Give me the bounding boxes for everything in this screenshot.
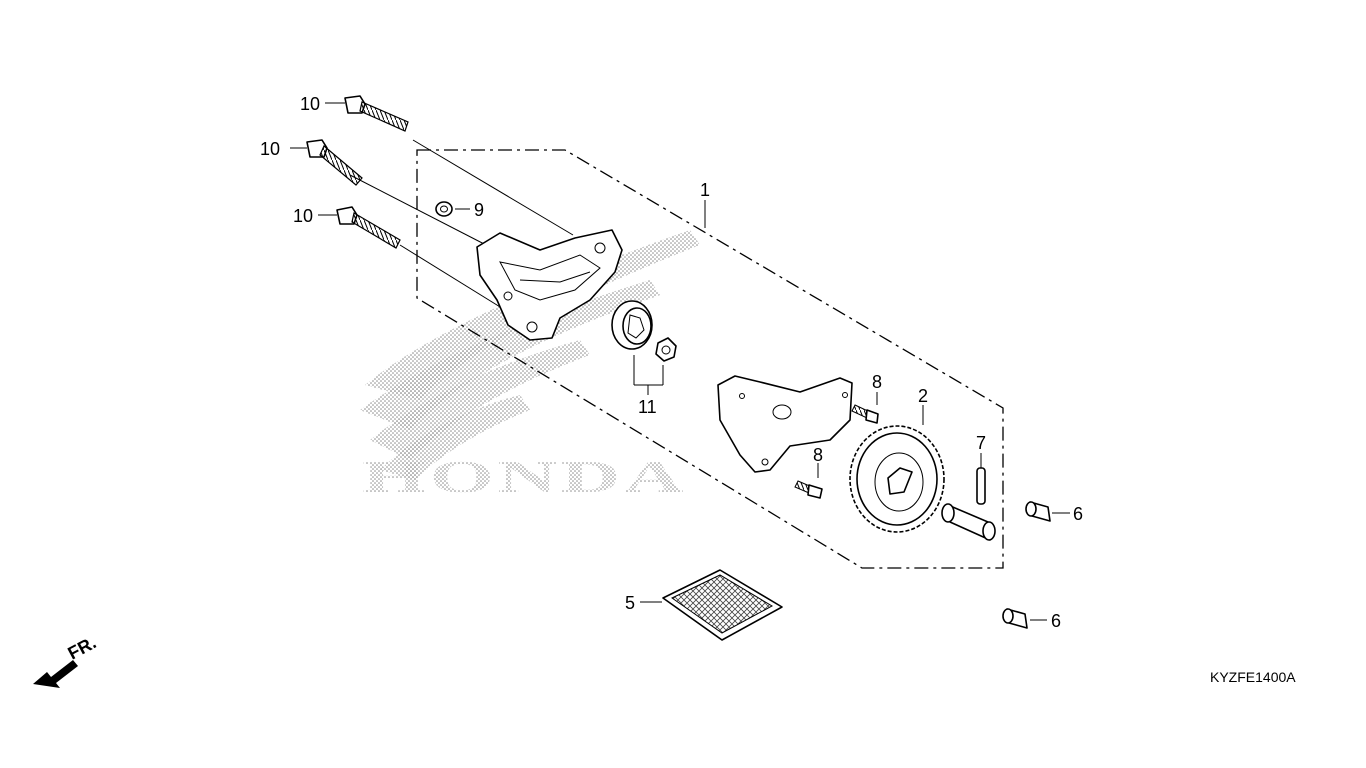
pump-cover-plate [717, 375, 853, 473]
direction-label: FR. [64, 632, 99, 663]
callout-10-lower: 10 [293, 206, 313, 226]
flange-bolt-middle [306, 139, 363, 186]
callout-6-upper: 6 [1073, 504, 1083, 524]
callout-5: 5 [625, 593, 635, 613]
cover-screw-upper [851, 404, 879, 424]
oil-strainer-screen [662, 569, 783, 641]
callout-2: 2 [918, 386, 928, 406]
assembly-boundary [416, 149, 1004, 569]
callout-10-top: 10 [300, 94, 320, 114]
callout-8-upper: 8 [872, 372, 882, 392]
collar-upper [1025, 501, 1051, 522]
shaft-pin [976, 467, 986, 505]
flange-bolt-lower [336, 206, 401, 249]
callout-10-middle: 10 [260, 139, 280, 159]
collar-lower [1002, 608, 1028, 629]
inner-rotor [655, 337, 677, 362]
honda-wordmark: HONDA [362, 451, 687, 502]
callout-11: 11 [638, 397, 657, 417]
oil-pump-body [476, 229, 623, 341]
pump-driven-gear [849, 425, 945, 533]
flange-bolt-top [344, 95, 409, 132]
front-direction-arrow-icon [33, 660, 78, 688]
dowel-pin [435, 201, 453, 217]
diagram-code: KYZFE1400A [1210, 669, 1296, 685]
callout-1: 1 [700, 180, 710, 200]
callout-7: 7 [976, 433, 986, 453]
callout-9: 9 [474, 200, 484, 220]
callout-6-lower: 6 [1051, 611, 1061, 631]
leader-lines [290, 102, 1070, 621]
outer-rotor [611, 300, 653, 350]
cover-screw-lower [794, 480, 823, 499]
pump-shaft [941, 503, 996, 541]
callout-8-lower: 8 [813, 445, 823, 465]
